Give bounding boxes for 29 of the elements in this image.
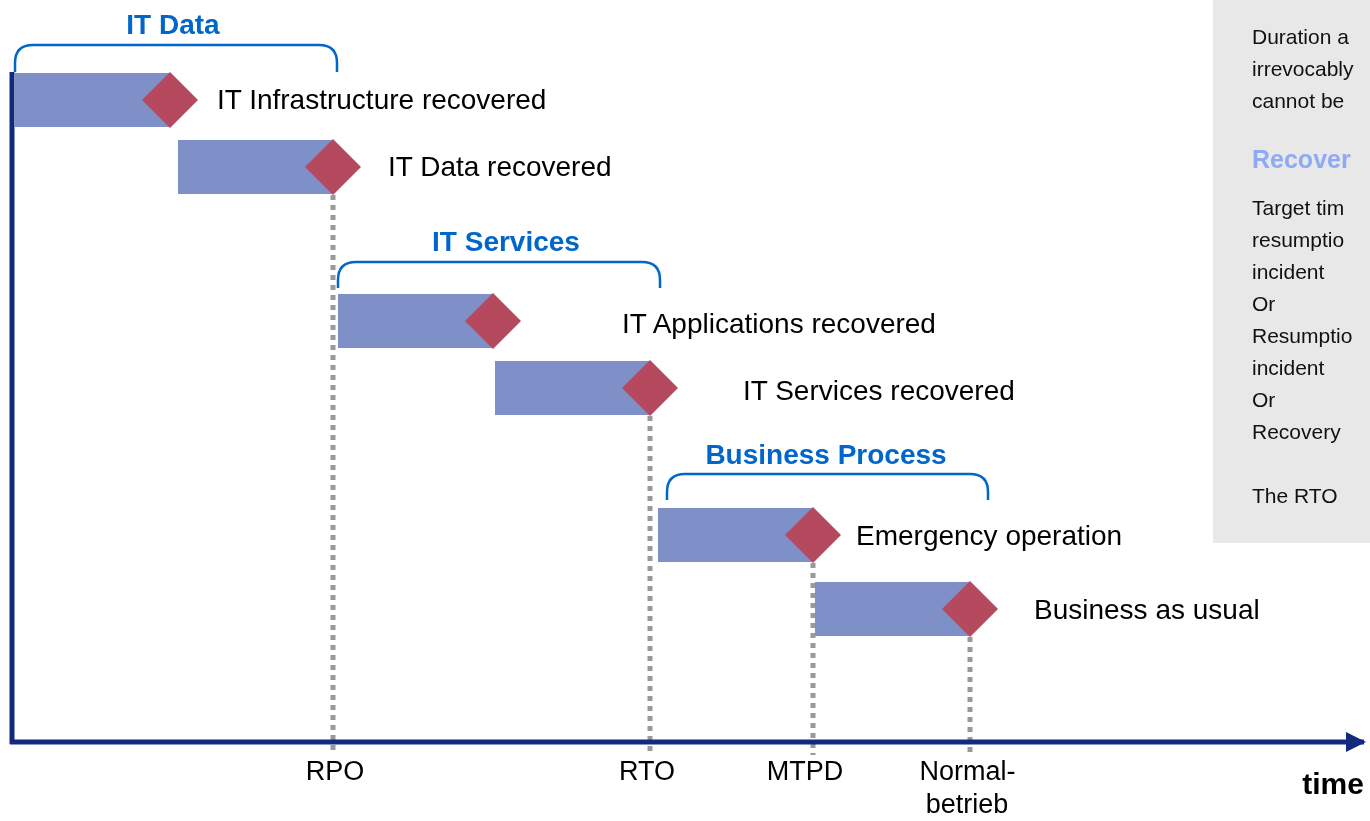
axis-tick-label: MTPD <box>766 755 844 788</box>
milestone-label: IT Data recovered <box>388 153 612 181</box>
panel-text: Duration a <box>1252 26 1349 47</box>
panel-text: Resumptio <box>1252 325 1353 346</box>
panel-heading: Recover <box>1252 147 1351 172</box>
milestone-label: Emergency operation <box>856 522 1123 550</box>
section-heading: IT Services <box>432 225 580 259</box>
dotted-guide-line <box>967 637 973 755</box>
axis-title: time <box>1302 766 1364 802</box>
milestone-label: IT Infrastructure recovered <box>217 86 547 114</box>
milestone-label: IT Services recovered <box>743 377 1015 405</box>
panel-text: incident <box>1252 357 1325 378</box>
milestone-label: Business as usual <box>1034 596 1260 624</box>
panel-text: resumptio <box>1252 229 1345 250</box>
panel-text: irrevocably <box>1252 58 1354 79</box>
panel-text: Target tim <box>1252 197 1345 218</box>
dotted-guide-line <box>810 563 816 755</box>
axis-tick-label: Normal- betrieb <box>919 755 1015 821</box>
panel-text: Or <box>1252 293 1276 314</box>
panel-text: Or <box>1252 389 1276 410</box>
axis-tick-label: RTO <box>619 755 675 788</box>
panel-text: The RTO <box>1252 485 1338 506</box>
panel-text: incident <box>1252 261 1325 282</box>
milestone-label: IT Applications recovered <box>622 307 936 341</box>
axis-tick-label: RPO <box>305 755 365 788</box>
section-heading: Business Process <box>705 438 947 472</box>
panel-text: cannot be <box>1252 90 1345 111</box>
panel-text: Recovery <box>1252 421 1341 442</box>
section-heading: IT Data <box>126 8 220 42</box>
